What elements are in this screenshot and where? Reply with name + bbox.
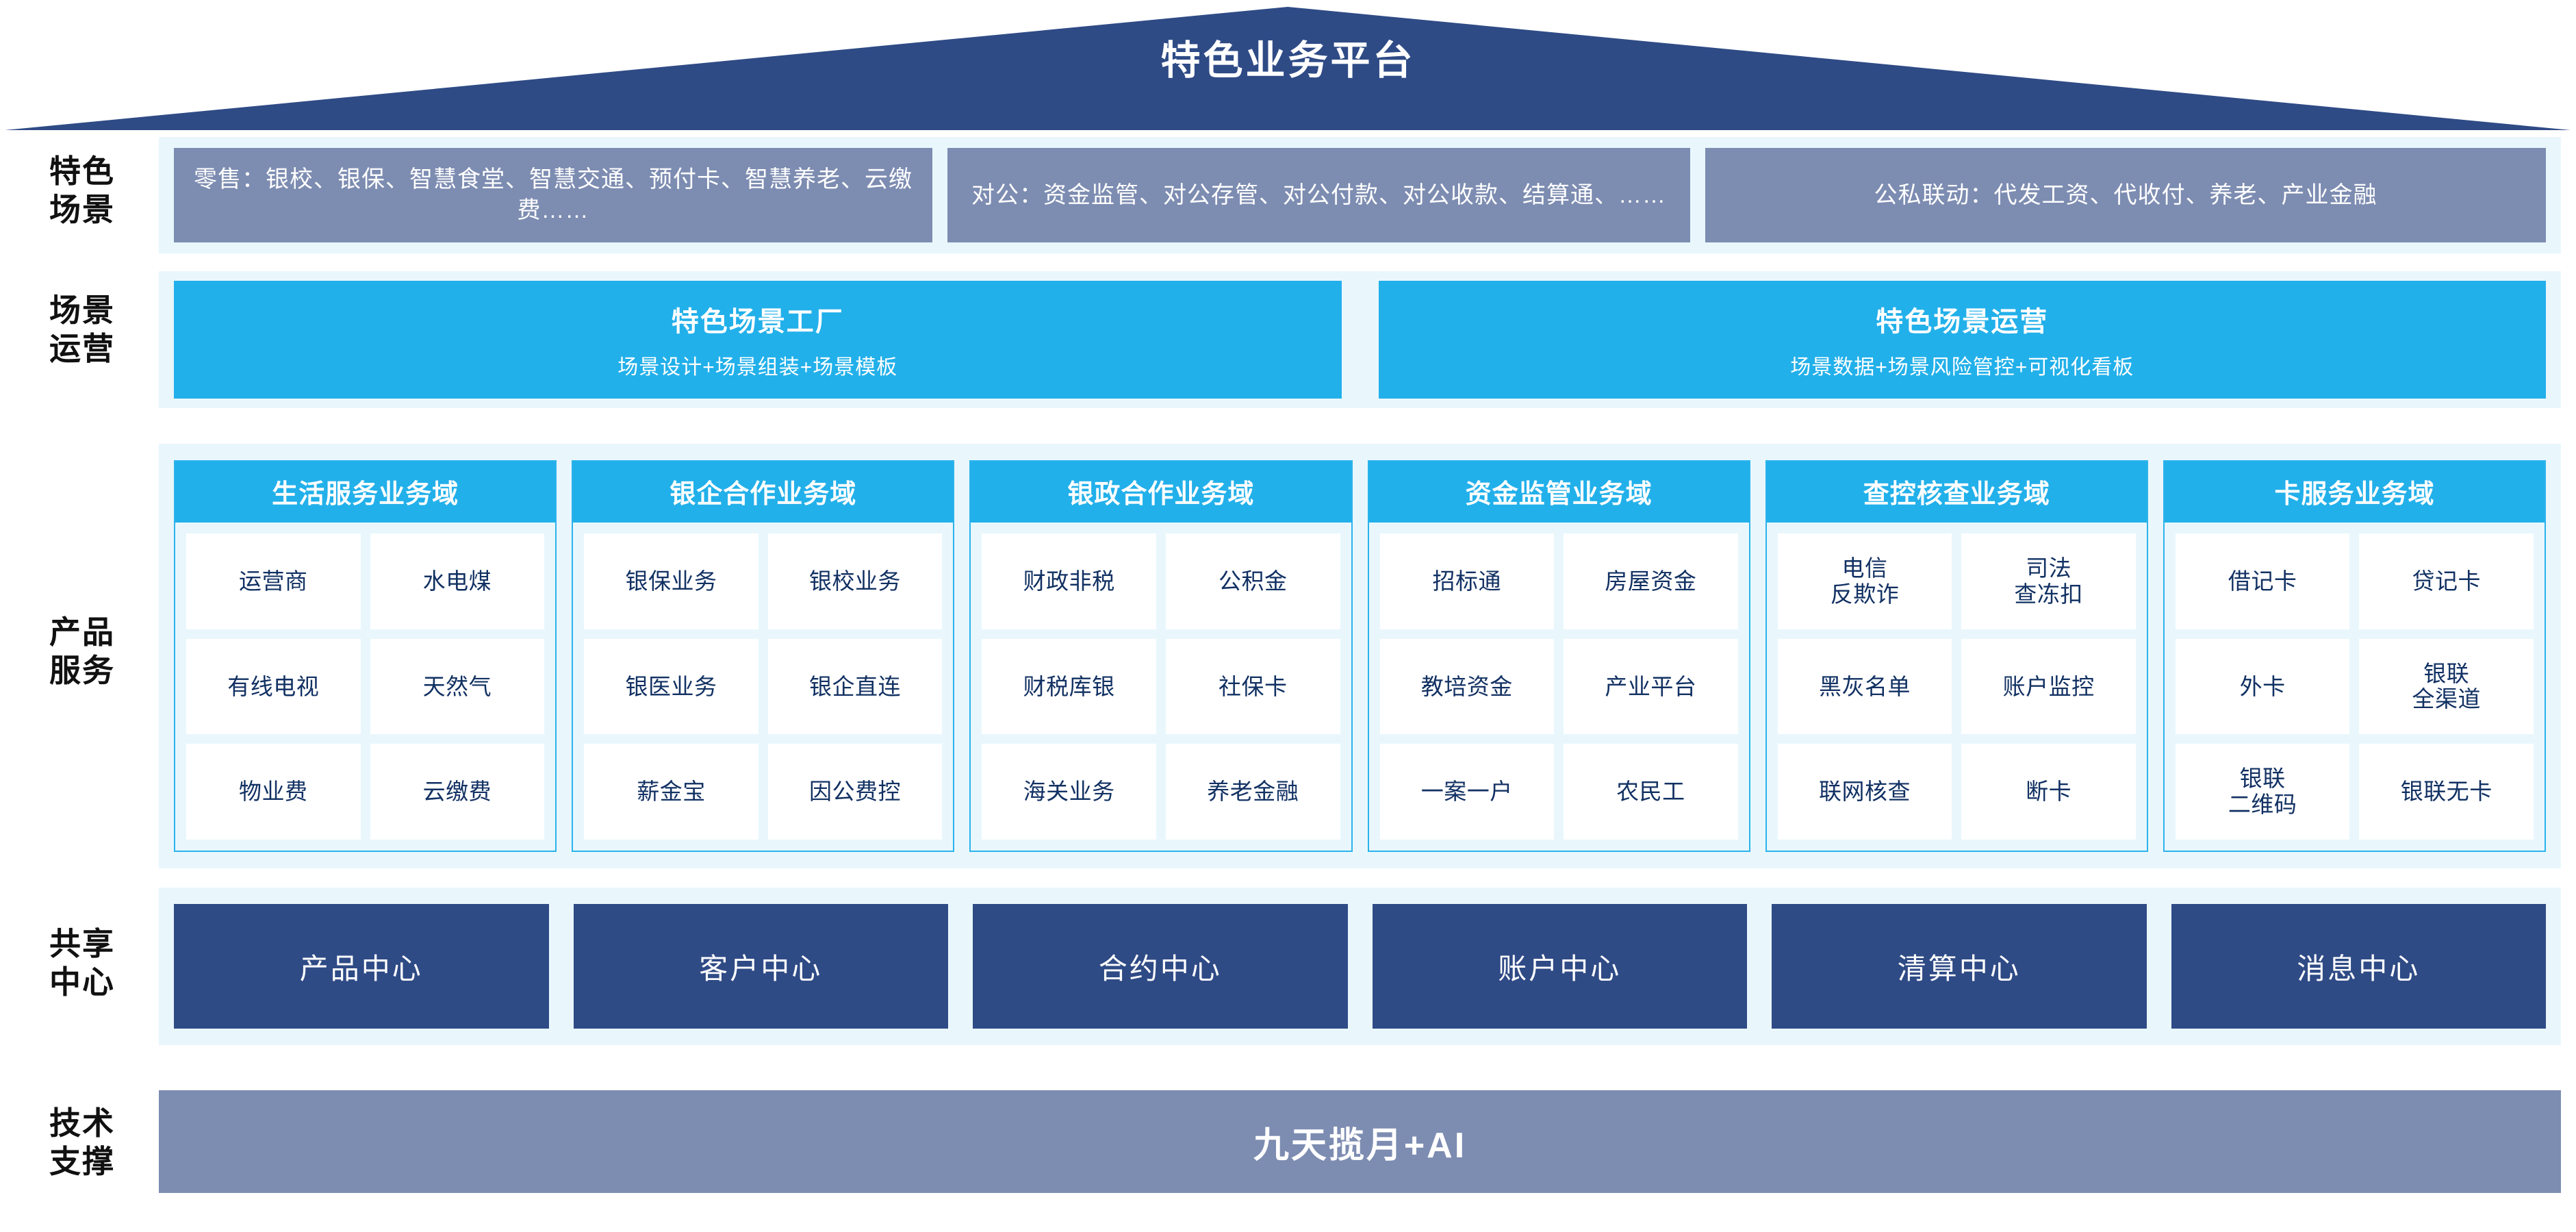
operations-band: 特色场景工厂 场景设计+场景组装+场景模板 特色场景运营 场景数据+场景风险管控…	[159, 271, 2561, 408]
domain-item[interactable]: 招标通	[1379, 533, 1555, 629]
product-service-band: 生活服务业务域 运营商 水电煤 有线电视 天然气 物业费 云缴费 银企合作业务域…	[159, 444, 2561, 868]
domain-item[interactable]: 一案一户	[1379, 744, 1555, 840]
domain-item[interactable]: 社保卡	[1165, 638, 1340, 735]
domain-item[interactable]: 银联 二维码	[2175, 744, 2350, 840]
row-label-center: 共享中心	[49, 926, 115, 1001]
tech-support-bar[interactable]: 九天揽月+AI	[159, 1090, 2561, 1193]
domain-item[interactable]: 银医业务	[584, 638, 758, 735]
platform-roof: 特色业务平台	[0, 0, 2576, 137]
domain-card-life-service[interactable]: 生活服务业务域 运营商 水电煤 有线电视 天然气 物业费 云缴费	[174, 460, 557, 852]
page-title: 特色业务平台	[1160, 38, 1416, 83]
domain-item[interactable]: 账户监控	[1961, 638, 2136, 735]
domain-item[interactable]: 黑灰名单	[1777, 638, 1952, 735]
domain-item[interactable]: 教培资金	[1379, 638, 1555, 735]
domain-card-card-service[interactable]: 卡服务业务域 借记卡 贷记卡 外卡 银联 全渠道 银联 二维码 银联无卡	[2163, 460, 2547, 852]
domain-item[interactable]: 天然气	[370, 638, 545, 735]
row-label-scene: 特色场景	[49, 153, 115, 228]
domain-item[interactable]: 借记卡	[2175, 533, 2350, 629]
scenario-retail[interactable]: 零售：银校、银保、智慧食堂、智慧交通、预付卡、智慧养老、云缴费……	[174, 148, 932, 242]
domain-title: 生活服务业务域	[175, 462, 556, 523]
domain-card-fund-supervision[interactable]: 资金监管业务域 招标通 房屋资金 教培资金 产业平台 一案一户 农民工	[1367, 460, 1750, 852]
domain-item[interactable]: 电信 反欺诈	[1777, 533, 1952, 629]
domain-item[interactable]: 贷记卡	[2359, 533, 2534, 629]
domain-item[interactable]: 司法 查冻扣	[1961, 533, 2136, 629]
scenario-band: 零售：银校、银保、智慧食堂、智慧交通、预付卡、智慧养老、云缴费…… 对公：资金监…	[159, 137, 2561, 253]
domain-item[interactable]: 银保业务	[584, 533, 758, 629]
ops-scene-operation-title: 特色场景运营	[1876, 307, 2049, 337]
domain-item[interactable]: 云缴费	[370, 744, 545, 840]
domain-title: 查控核查业务域	[1766, 462, 2147, 523]
roof-triangle-icon	[5, 7, 2571, 130]
domain-item[interactable]: 水电煤	[370, 533, 545, 629]
scenario-public-private[interactable]: 公私联动：代发工资、代收付、养老、产业金融	[1705, 148, 2546, 242]
row-label-tech: 技术支撑	[49, 1105, 115, 1180]
shared-center-customer[interactable]: 客户中心	[573, 904, 948, 1029]
domain-item[interactable]: 财税库银	[982, 638, 1156, 735]
domain-item[interactable]: 财政非税	[982, 533, 1156, 629]
domain-item[interactable]: 银联 全渠道	[2359, 638, 2534, 735]
domain-item[interactable]: 海关业务	[982, 744, 1156, 840]
domain-item[interactable]: 养老金融	[1165, 744, 1340, 840]
domain-item[interactable]: 公积金	[1165, 533, 1340, 629]
domain-item[interactable]: 银企直连	[767, 638, 943, 735]
tech-support-band: 九天揽月+AI	[159, 1090, 2561, 1193]
shared-center-band: 产品中心 客户中心 合约中心 账户中心 清算中心 消息中心	[159, 888, 2561, 1045]
domain-item[interactable]: 银校业务	[767, 533, 943, 629]
domain-item[interactable]: 运营商	[186, 533, 361, 629]
domain-title: 资金监管业务域	[1368, 462, 1749, 523]
row-label-product: 产品服务	[49, 614, 115, 689]
scenario-corporate[interactable]: 对公：资金监管、对公存管、对公付款、对公收款、结算通、……	[947, 148, 1690, 242]
shared-center-message[interactable]: 消息中心	[2171, 904, 2546, 1029]
shared-center-contract[interactable]: 合约中心	[973, 904, 1348, 1029]
domain-item[interactable]: 因公费控	[767, 744, 943, 840]
ops-scene-operation[interactable]: 特色场景运营 场景数据+场景风险管控+可视化看板	[1378, 281, 2546, 399]
shared-center-account[interactable]: 账户中心	[1372, 904, 1747, 1029]
domain-item[interactable]: 银联无卡	[2359, 744, 2534, 840]
shared-center-settlement[interactable]: 清算中心	[1772, 904, 2147, 1029]
ops-scene-operation-subtitle: 场景数据+场景风险管控+可视化看板	[1790, 356, 2134, 379]
domain-title: 银政合作业务域	[971, 462, 1351, 523]
domain-item[interactable]: 联网核查	[1777, 744, 1952, 840]
domain-item[interactable]: 薪金宝	[584, 744, 758, 840]
domain-item[interactable]: 农民工	[1564, 744, 1738, 840]
ops-scene-factory-subtitle: 场景设计+场景组装+场景模板	[617, 356, 898, 379]
domain-item[interactable]: 物业费	[186, 744, 361, 840]
row-label-ops: 场景运营	[49, 292, 115, 367]
ops-scene-factory[interactable]: 特色场景工厂 场景设计+场景组装+场景模板	[174, 281, 1342, 399]
domain-item[interactable]: 产业平台	[1564, 638, 1738, 735]
domain-item[interactable]: 外卡	[2175, 638, 2350, 735]
domain-item[interactable]: 断卡	[1961, 744, 2136, 840]
domain-card-bank-enterprise[interactable]: 银企合作业务域 银保业务 银校业务 银医业务 银企直连 薪金宝 因公费控	[572, 460, 955, 852]
domain-card-investigation[interactable]: 查控核查业务域 电信 反欺诈 司法 查冻扣 黑灰名单 账户监控 联网核查 断卡	[1765, 460, 2148, 852]
domain-item[interactable]: 房屋资金	[1564, 533, 1738, 629]
domain-card-bank-government[interactable]: 银政合作业务域 财政非税 公积金 财税库银 社保卡 海关业务 养老金融	[969, 460, 1353, 852]
domain-title: 卡服务业务域	[2164, 462, 2545, 523]
domain-item[interactable]: 有线电视	[186, 638, 361, 735]
shared-center-product[interactable]: 产品中心	[174, 904, 549, 1029]
ops-scene-factory-title: 特色场景工厂	[671, 307, 844, 337]
domain-title: 银企合作业务域	[573, 462, 954, 523]
